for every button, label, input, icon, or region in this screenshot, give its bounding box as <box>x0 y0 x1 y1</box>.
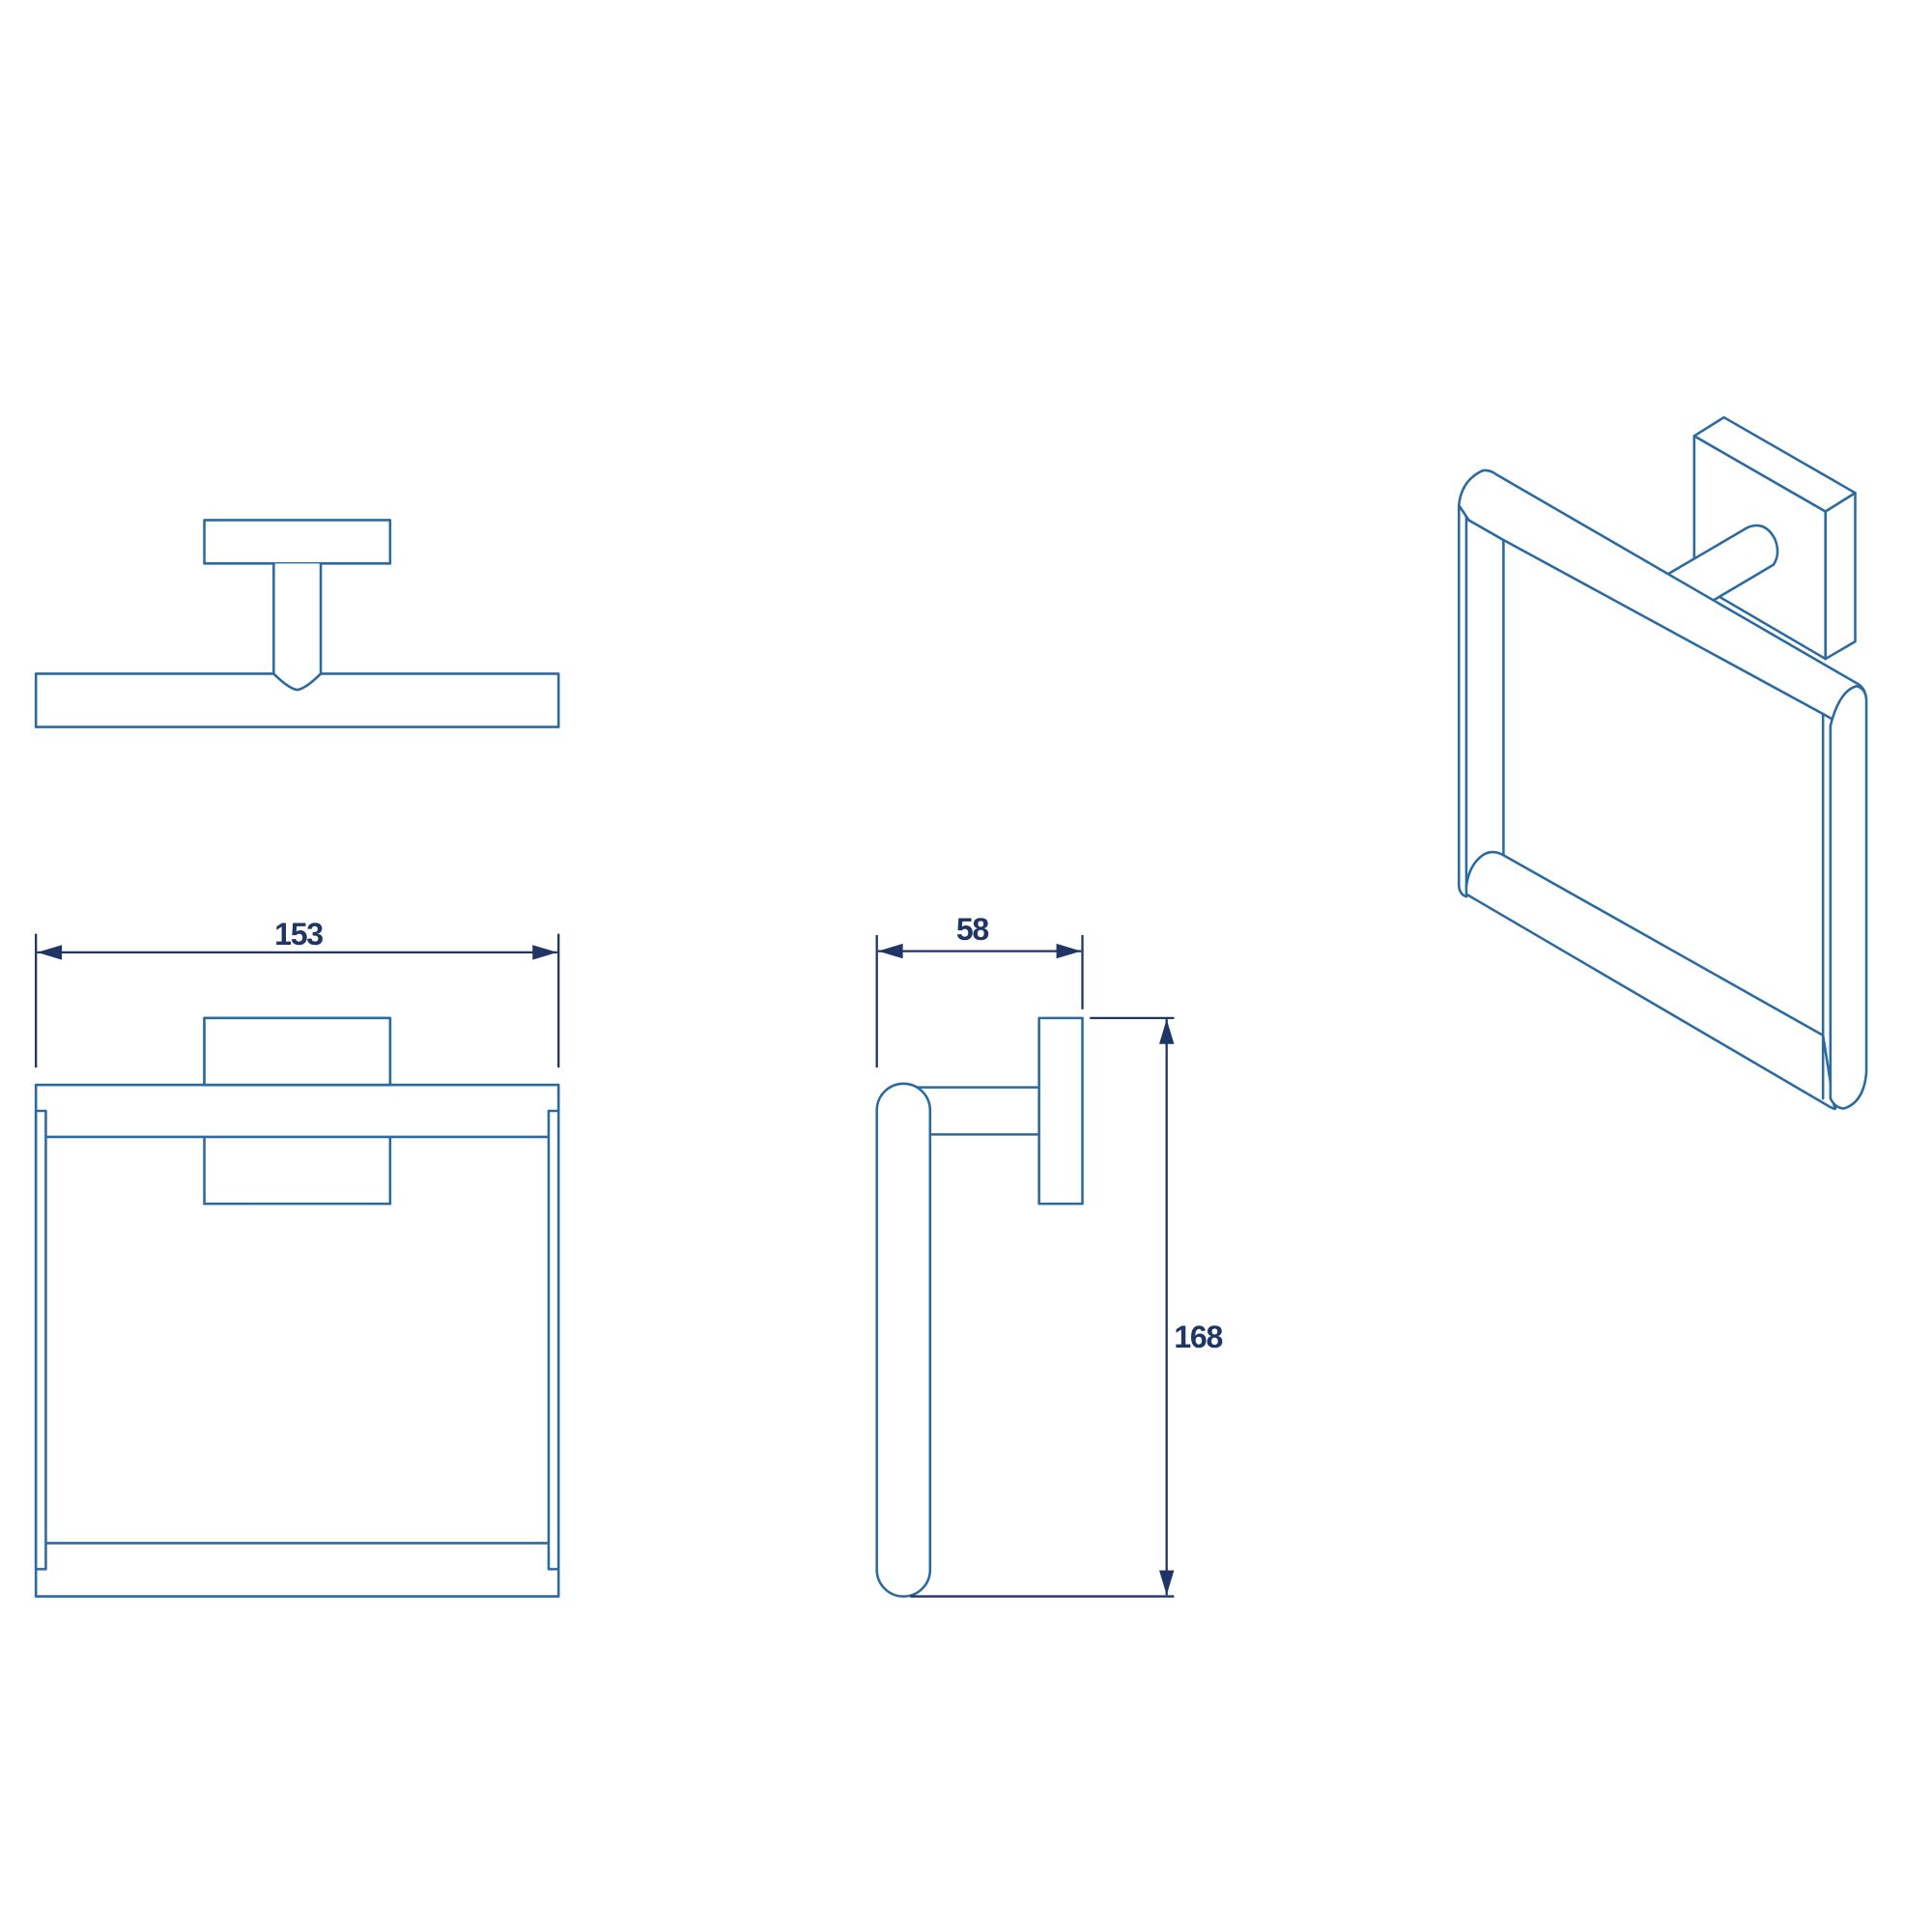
iso-wall-plate-side <box>1824 491 1857 661</box>
side-view-wall-plate <box>1037 1016 1084 1206</box>
front-view-right-post <box>547 1109 560 1571</box>
top-view-arm <box>272 562 323 692</box>
iso-bottom-bar <box>1464 850 1837 1111</box>
arrow-down-icon <box>1159 1570 1175 1596</box>
front-view-plate-upper <box>203 1016 392 1087</box>
isometric-view <box>1457 415 1868 1111</box>
depth-dimension-label: 58 <box>956 912 989 947</box>
top-view <box>34 519 560 728</box>
front-view-ring-outer <box>34 1083 560 1598</box>
width-dimension: 153 <box>35 917 560 1068</box>
arrow-right-icon <box>532 945 557 960</box>
height-dimension-label: 168 <box>1174 1320 1222 1354</box>
arrow-right-icon <box>1056 943 1082 959</box>
iso-right-post <box>1829 684 1868 1110</box>
depth-dimension: 58 <box>875 912 1084 1068</box>
side-view-ring-profile <box>875 1082 932 1598</box>
iso-left-post <box>1457 503 1505 898</box>
front-view-left-post <box>34 1109 47 1571</box>
arrow-left-icon <box>877 943 903 959</box>
iso-arm <box>1665 524 1779 603</box>
height-dimension: 168 <box>910 1016 1224 1598</box>
arrow-up-icon <box>1159 1019 1175 1044</box>
top-view-wall-plate <box>203 519 392 565</box>
width-dimension-label: 153 <box>274 917 323 952</box>
arrow-left-icon <box>37 945 63 960</box>
front-view: 153 <box>34 917 560 1598</box>
side-view: 58 168 <box>875 912 1224 1598</box>
